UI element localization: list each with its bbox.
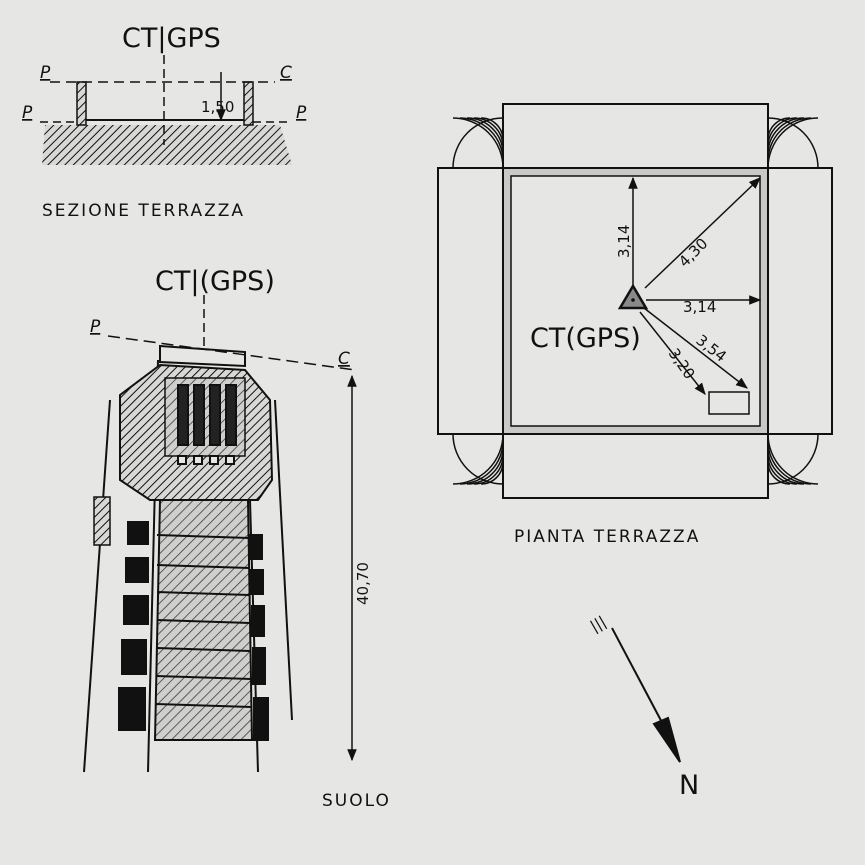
plan-dim-line-box-a: [643, 307, 748, 389]
plan-station-triangle: [617, 283, 649, 310]
plan-outer-left: [437, 167, 504, 435]
tower-head-vent-2: [193, 455, 203, 465]
tower-left-window-2: [125, 557, 149, 583]
north-arrow: [611, 627, 681, 763]
section-ground-hatch: [42, 125, 292, 165]
shaft-floor-7: [155, 703, 252, 708]
plan-corner-arcs-top-left: [452, 117, 504, 169]
elevation-height-dim: 40,70: [354, 562, 372, 605]
section-plane-label-top-right: C: [280, 63, 292, 83]
shaft-floor-2: [156, 564, 250, 569]
section-plane-label-bottom-right: P: [296, 103, 307, 123]
shaft-floor-1: [156, 534, 250, 539]
tower-left-window-1: [127, 521, 149, 545]
tower-right-window-3: [251, 605, 265, 637]
north-arrow-head: [652, 716, 681, 763]
section-plane-label-bottom-left: P: [22, 103, 33, 123]
tower-right-window-5: [253, 697, 269, 741]
tower-head-window-4: [225, 384, 237, 446]
shaft-floor-5: [156, 647, 251, 652]
tower-outline-left: [83, 399, 111, 773]
plan-dim-line-box-b: [639, 311, 706, 395]
tower-shaft: [153, 499, 254, 741]
elevation-point-label: CT|(GPS): [155, 266, 275, 297]
plan-corner-arcs-bottom-left: [452, 433, 504, 485]
elevation-ground-label: SUOLO: [322, 791, 391, 811]
elevation-plane-line: [107, 335, 356, 371]
north-arrow-shaft: [611, 627, 667, 731]
terrace-section: [40, 55, 292, 165]
tower-side-block: [93, 496, 111, 546]
section-parapet-right: [243, 81, 254, 126]
section-height-dim: 1,50: [201, 98, 234, 116]
plan-caption: PIANTA TERRAZZA: [514, 527, 700, 547]
north-label: N: [679, 770, 699, 801]
plan-outer-right: [767, 167, 833, 435]
tower-parapet: [159, 344, 246, 368]
plan-point-label: CT(GPS): [530, 323, 641, 354]
plan-small-box: [708, 391, 750, 415]
section-caption: SEZIONE TERRAZZA: [42, 201, 245, 221]
tower-head-vent-4: [225, 455, 235, 465]
tower-head-window-1: [177, 384, 189, 446]
elevation-plane-label-left: P: [90, 317, 101, 337]
plan-dim-line-diagonal: [644, 177, 761, 289]
shaft-floor-6: [155, 675, 252, 680]
plan-station-dot: [631, 298, 635, 302]
tower-head-window-2: [193, 384, 205, 446]
terrace-plan: [437, 103, 833, 499]
tower-head-vent-3: [209, 455, 219, 465]
tower-left-window-5: [118, 687, 146, 731]
tower-elevation: [83, 295, 357, 773]
tower-right-window-4: [252, 647, 266, 685]
tower-left-window-3: [123, 595, 149, 625]
section-point-label: CT|GPS: [122, 23, 221, 54]
section-plane-label-top-left: P: [40, 63, 51, 83]
north-arrow-mark: |||: [587, 612, 609, 635]
tower-right-window-2: [250, 569, 264, 595]
plan-outer-bottom: [502, 433, 769, 499]
shaft-floor-4: [156, 619, 251, 624]
tower-outline-right: [274, 399, 293, 721]
plan-dim-up: 3,14: [615, 225, 633, 258]
tower-left-window-4: [121, 639, 147, 675]
plan-dim-right: 3,14: [683, 298, 716, 316]
tower-head-vent-1: [177, 455, 187, 465]
section-parapet-left: [76, 81, 87, 126]
tower-head-window-3: [209, 384, 221, 446]
elevation-plane-label-right: C: [338, 349, 350, 369]
plan-outer-top: [502, 103, 769, 169]
plan-corner-arcs-top-right: [767, 117, 819, 169]
plan-corner-arcs-bottom-right: [767, 433, 819, 485]
shaft-floor-3: [156, 591, 250, 596]
tower-right-window-1: [249, 534, 263, 560]
